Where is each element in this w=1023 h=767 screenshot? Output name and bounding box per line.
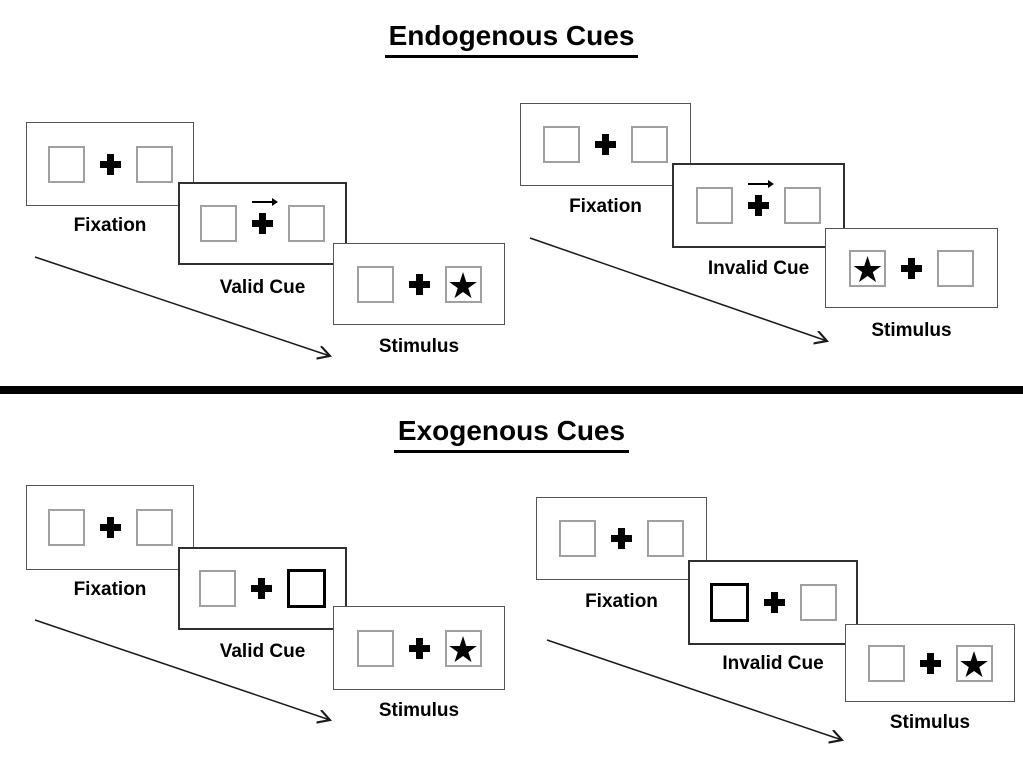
- target-star-icon: ★: [957, 644, 991, 685]
- exogenous-title-text: Exogenous Cues: [393, 415, 630, 453]
- right-box: [288, 205, 325, 242]
- panel-label: Invalid Cue: [707, 258, 810, 279]
- right-box-cued: [287, 569, 326, 608]
- left-box: [559, 520, 596, 557]
- invalid-cue-panel: [688, 560, 858, 645]
- fixation-panel: [520, 103, 691, 186]
- fixation-cross-icon: [919, 652, 941, 674]
- exogenous-title: Exogenous Cues: [0, 415, 1023, 453]
- fixation-cross-icon: [763, 592, 785, 613]
- left-box: [200, 205, 237, 242]
- fixation-panel: [26, 122, 194, 206]
- fixation-cross-icon: [408, 273, 430, 295]
- panel-label: Fixation: [73, 215, 147, 236]
- stimulus-panel: ★: [825, 228, 998, 308]
- panel-label: Valid Cue: [219, 641, 306, 662]
- left-box: [47, 509, 85, 546]
- fixation-cross-icon: [901, 257, 922, 279]
- plus-shape: [99, 153, 121, 175]
- valid-cue-panel: [178, 547, 347, 630]
- panel-label: Fixation: [73, 579, 147, 600]
- left-box: ★: [849, 249, 886, 290]
- plus-shape: [611, 528, 632, 549]
- fixation-cross-icon: [408, 637, 430, 659]
- cue-direction-arrow-icon: [748, 180, 774, 188]
- left-box: [199, 570, 236, 607]
- invalid-cue-panel: [672, 163, 845, 248]
- right-box: ★: [444, 629, 482, 670]
- stimulus-panel: ★: [333, 243, 505, 325]
- plus-shape: [595, 134, 616, 155]
- left-box: [696, 187, 733, 224]
- plus-shape: [408, 637, 430, 659]
- fixation-cross-icon: [252, 198, 278, 234]
- endogenous-title-text: Endogenous Cues: [384, 20, 639, 58]
- right-box: [799, 584, 837, 621]
- panel-label: Valid Cue: [219, 277, 306, 298]
- panel-label: Fixation: [569, 196, 642, 217]
- right-box: [631, 126, 668, 163]
- panel-label: Stimulus: [378, 700, 460, 721]
- right-box: [784, 187, 821, 224]
- target-star-icon: ★: [446, 629, 480, 670]
- plus-shape: [763, 592, 785, 613]
- timeline-arrow-exogenous-valid: [34, 619, 330, 720]
- fixation-cross-icon: [611, 528, 632, 549]
- panel-label: Fixation: [585, 591, 658, 612]
- right-box: ★: [444, 265, 482, 306]
- right-box: [647, 520, 684, 557]
- plus-shape: [252, 213, 273, 234]
- endogenous-title: Endogenous Cues: [0, 20, 1023, 58]
- fixation-panel: [26, 485, 194, 570]
- right-box: [937, 249, 974, 287]
- stimulus-panel: ★: [333, 606, 505, 690]
- plus-shape: [919, 652, 941, 674]
- left-box-cued: [709, 583, 749, 622]
- left-box: [356, 629, 394, 667]
- right-box: [135, 145, 173, 183]
- fixation-cross-icon: [99, 153, 121, 175]
- right-box: [135, 509, 173, 546]
- left-box: [543, 126, 580, 163]
- panel-label: Invalid Cue: [722, 653, 824, 674]
- fixation-cross-icon: [99, 517, 121, 538]
- left-box: [867, 644, 905, 682]
- plus-shape: [901, 257, 922, 279]
- left-box: [356, 265, 394, 303]
- left-box: [47, 145, 85, 183]
- plus-shape: [251, 578, 272, 599]
- plus-shape: [748, 195, 769, 216]
- section-divider: [0, 386, 1023, 394]
- fixation-cross-icon: [595, 134, 616, 155]
- fixation-cross-icon: [251, 578, 272, 599]
- stimulus-panel: ★: [845, 624, 1015, 702]
- right-box: ★: [955, 644, 993, 685]
- timeline-arrow-endogenous-valid: [34, 256, 330, 356]
- fixation-cross-icon: [748, 180, 774, 216]
- plus-shape: [408, 273, 430, 295]
- target-star-icon: ★: [446, 265, 480, 306]
- timeline-arrow-endogenous-invalid: [529, 237, 827, 341]
- target-star-icon: ★: [851, 249, 884, 290]
- fixation-panel: [536, 497, 707, 580]
- panel-label: Stimulus: [871, 320, 952, 341]
- plus-shape: [99, 517, 121, 538]
- panel-label: Stimulus: [378, 336, 460, 357]
- cue-direction-arrow-icon: [252, 198, 278, 206]
- valid-cue-panel: [178, 182, 347, 265]
- panel-label: Stimulus: [889, 712, 971, 733]
